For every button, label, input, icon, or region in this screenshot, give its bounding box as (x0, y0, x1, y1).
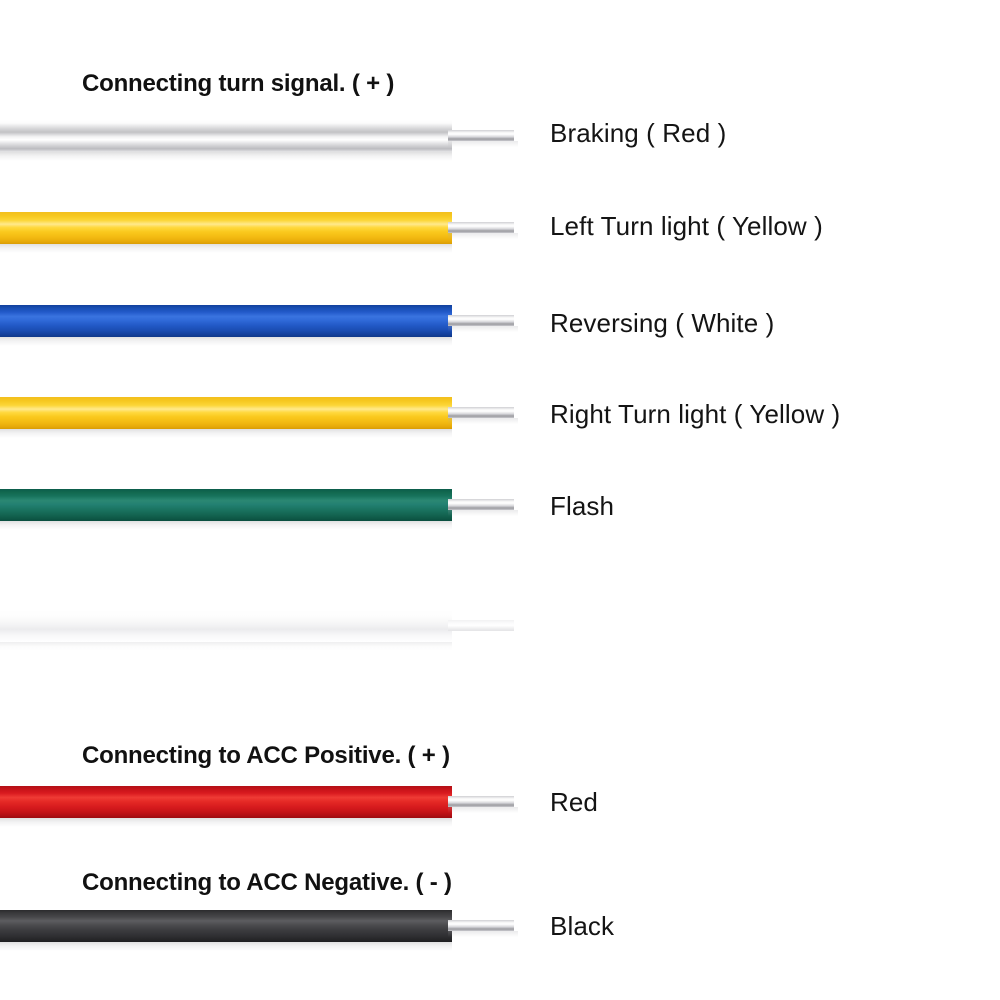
wire-insulation-faint-white (0, 610, 452, 651)
wire-conductor-tip (448, 499, 518, 516)
section-heading-turn-signal: Connecting turn signal. ( + ) (82, 70, 395, 97)
wire-row-unlabeled (0, 600, 1000, 652)
wire-conductor-tip (448, 796, 518, 813)
wire-conductor-tip (448, 920, 518, 937)
wire-insulation-blue (0, 305, 452, 346)
wire-insulation-green (0, 489, 452, 530)
wire-label-left-turn: Left Turn light ( Yellow ) (550, 211, 823, 241)
wire-row-braking (0, 110, 1000, 162)
wire-conductor-tip (448, 620, 514, 631)
wire-conductor-tip (448, 407, 518, 424)
wire-label-braking: Braking ( Red ) (550, 118, 727, 148)
wire-insulation-yellow (0, 397, 452, 438)
wire-row-right-turn (0, 387, 1000, 439)
wire-label-right-turn: Right Turn light ( Yellow ) (550, 399, 841, 429)
wire-row-left-turn (0, 202, 1000, 254)
wire-row-acc-negative (0, 900, 1000, 952)
wire-row-flash (0, 479, 1000, 531)
wire-label-reversing: Reversing ( White ) (550, 308, 775, 338)
section-heading-acc-positive: Connecting to ACC Positive. ( + ) (82, 742, 450, 769)
wire-label-red: Red (550, 787, 598, 817)
wire-label-flash: Flash (550, 491, 615, 521)
wire-insulation-silver (0, 120, 452, 161)
wire-insulation-black (0, 910, 452, 951)
wire-label-black: Black (550, 911, 615, 941)
wire-conductor-tip (448, 315, 518, 332)
wire-row-acc-positive (0, 776, 1000, 828)
wire-conductor-tip (448, 130, 518, 147)
section-heading-acc-negative: Connecting to ACC Negative. ( - ) (82, 869, 452, 896)
wire-row-reversing (0, 295, 1000, 347)
wire-conductor-tip (448, 222, 518, 239)
wire-insulation-red (0, 786, 452, 827)
wire-insulation-yellow (0, 212, 452, 253)
